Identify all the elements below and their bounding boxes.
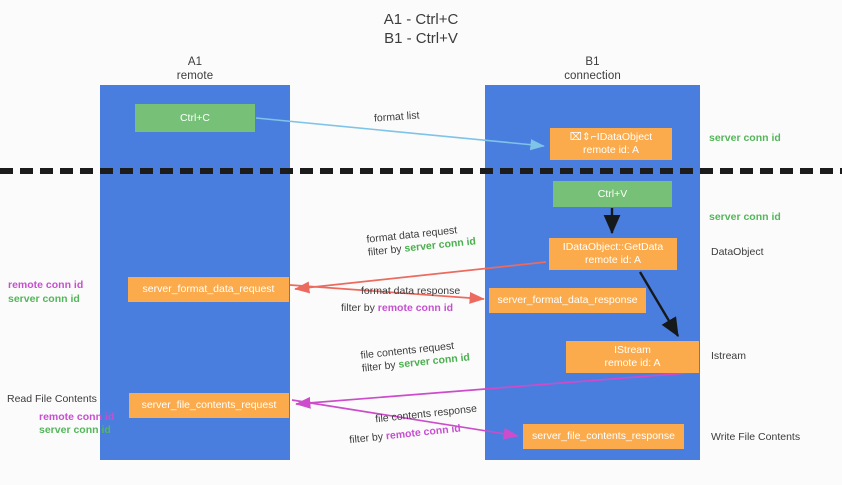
right-label-server-conn-id-top-text: server conn id [709,132,781,144]
node-server-file-contents-response-label: server_file_contents_response [531,430,675,442]
right-label-istream: Istream [711,350,746,364]
left-label-server-conn-id-2: server conn id [39,424,111,436]
lane-b1-sub: connection [564,69,621,82]
arrow-format-list [255,117,545,151]
horizontal-dashed-divider [0,168,842,174]
filter-value-remote-conn-id: remote conn id [377,302,454,314]
filter-prefix: filter by [367,242,406,259]
lane-header-b1: B1 connection [485,56,700,83]
node-idataobject[interactable]: ⌧⇕⌐IDataObject remote id: A [550,128,672,160]
left-label-read-file-contents: Read File Contents [7,393,97,405]
node-idataobject-label: ⌧⇕⌐IDataObject [569,131,653,143]
filter-prefix: filter by [341,302,378,314]
edge-label-format-data-response: format data response filter by remote co… [341,285,461,315]
arrow-getdata-to-istream [638,271,680,338]
right-label-dataobject: DataObject [711,246,764,260]
title-line-1: A1 - Ctrl+C [383,11,459,28]
node-server-format-data-response-label: server_format_data_response [497,294,638,306]
arrow-file-contents-response [291,399,519,440]
right-label-dataobject-text: DataObject [711,246,764,258]
lane-a1-name: A1 [187,56,203,68]
node-ctrl-v[interactable]: Ctrl+V [553,181,672,207]
node-server-format-data-request[interactable]: server_format_data_request [128,277,289,302]
arrow-file-contents-request [295,371,701,409]
node-istream-sub: remote id: A [604,357,661,369]
page-title: A1 - Ctrl+C B1 - Ctrl+V [0,10,842,48]
node-server-file-contents-request-label: server_file_contents_request [141,399,277,411]
right-label-server-conn-id-second-text: server conn id [709,211,781,223]
lane-a1-sub: remote [176,69,214,82]
left-label-read-file-contents-group: Read File Contents remote conn id server… [7,393,114,438]
node-getdata-label: IDataObject::GetData [562,241,664,253]
node-server-format-data-response[interactable]: server_format_data_response [489,288,646,313]
right-label-write-file-contents-text: Write File Contents [711,431,801,443]
node-ctrl-c[interactable]: Ctrl+C [135,104,255,132]
edge-label-format-data-response-filter: filter by remote conn id [341,302,460,315]
filter-prefix: filter by [361,358,400,375]
left-label-server-conn-id-1: server conn id [8,292,80,305]
title-line-2: B1 - Ctrl+V [384,30,458,47]
lane-b1-name: B1 [585,56,600,68]
node-idataobject-getdata[interactable]: IDataObject::GetData remote id: A [549,238,677,270]
filter-prefix: filter by [348,430,387,447]
right-label-server-conn-id-second: server conn id [709,211,781,225]
left-label-remote-conn-id-2: remote conn id [39,410,115,423]
node-server-file-contents-response[interactable]: server_file_contents_response [523,424,684,449]
node-ctrl-c-label: Ctrl+C [179,111,211,124]
left-label-conn-ids-1: remote conn id server conn id [8,279,83,306]
node-server-file-contents-request[interactable]: server_file_contents_request [129,393,289,418]
node-idataobject-sub: remote id: A [582,144,640,156]
node-ctrl-v-label: Ctrl+V [597,187,628,200]
right-label-write-file-contents: Write File Contents [711,431,800,445]
node-getdata-sub: remote id: A [584,254,642,266]
arrow-format-data-request [294,261,547,294]
edge-label-format-list-text: format list [373,109,420,125]
node-istream-label: IStream [614,344,651,356]
lane-header-a1: A1 remote [100,56,290,83]
left-label-remote-conn-id-1: remote conn id [8,279,84,291]
node-istream[interactable]: IStream remote id: A [566,341,699,373]
arrow-format-data-response [289,284,485,304]
node-server-format-data-request-label: server_format_data_request [142,283,275,295]
right-label-istream-text: Istream [711,350,747,362]
left-label-conn-ids-2: remote conn id server conn id [39,411,114,438]
edge-label-format-data-response-line1: format data response [361,285,461,297]
right-label-server-conn-id-top: server conn id [709,132,781,146]
